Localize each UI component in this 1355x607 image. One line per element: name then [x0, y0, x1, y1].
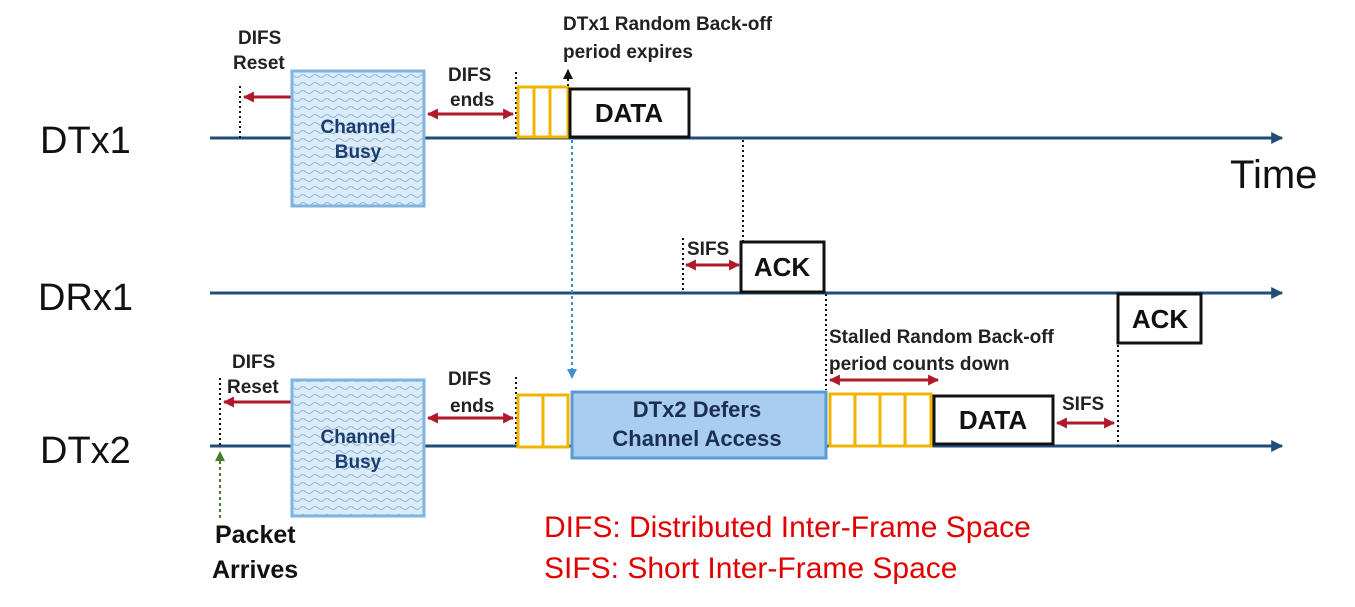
dtx2-resumed-backoff-slots: [828, 392, 933, 448]
dtx2-stalled-backoff-line1: Stalled Random Back-off: [829, 327, 1055, 348]
dtx2-defer-box: [570, 390, 828, 460]
dtx1-difs-reset-label-line1: DIFS: [238, 28, 281, 49]
lane-label-dtx2: DTx2: [40, 430, 131, 472]
dtx1-channel-busy-line1: Channel: [321, 117, 396, 138]
dtx1-difs-ends-label-line2: ends: [450, 90, 494, 111]
lane-label-drx1: DRx1: [38, 277, 133, 319]
drx1-ack-label: ACK: [754, 252, 811, 282]
dtx2-difs-reset-label-line1: DIFS: [232, 352, 275, 373]
dtx2-difs-reset-label-line2: Reset: [227, 377, 279, 398]
time-axis-label: Time: [1230, 153, 1317, 197]
dtx1-backoff-expires-line1: DTx1 Random Back-off: [563, 14, 773, 35]
drx1-sifs-label: SIFS: [687, 239, 729, 260]
dtx2-stalled-backoff-line2: period counts down: [829, 354, 1010, 375]
dtx1-difs-reset-label-line2: Reset: [233, 53, 285, 74]
dtx1-data-label: DATA: [595, 98, 664, 128]
dtx1-data-frame: [568, 87, 691, 139]
dtx1-backoff-slot-group: [516, 85, 570, 139]
drx1-second-ack-label: ACK: [1132, 304, 1189, 334]
dtx2-difs-ends-label-line2: ends: [450, 396, 494, 417]
dtx2-data-label: DATA: [959, 405, 1028, 435]
dtx2-defer-line2: Channel Access: [612, 426, 781, 451]
dtx2-data-frame: [932, 394, 1055, 446]
drx1-second-ack-frame: [1116, 292, 1203, 345]
dtx1-backoff-expires-line2: period expires: [563, 42, 693, 63]
dtx2-channel-busy-box: [290, 378, 426, 518]
dtx1-difs-ends-label-line1: DIFS: [448, 65, 491, 86]
drx1-ack-frame: [739, 240, 826, 294]
dtx2-initial-backoff-slots: [516, 393, 570, 449]
dtx2-channel-busy-line1: Channel: [321, 427, 396, 448]
dtx1-channel-busy-line2: Busy: [335, 142, 382, 163]
legend-difs: DIFS: Distributed Inter-Frame Space: [544, 511, 1031, 544]
dtx2-sifs-label: SIFS: [1062, 394, 1104, 415]
dtx2-channel-busy-line2: Busy: [335, 452, 382, 473]
packet-arrives-line2: Arrives: [212, 556, 298, 584]
dtx1-channel-busy-box: [290, 69, 426, 208]
legend-sifs: SIFS: Short Inter-Frame Space: [544, 552, 957, 585]
dtx2-defer-line1: DTx2 Defers: [633, 397, 761, 422]
dtx1-backoff-slots: [516, 85, 570, 139]
dtx2-difs-ends-label-line1: DIFS: [448, 369, 491, 390]
packet-arrives-line1: Packet: [215, 521, 296, 549]
lane-label-dtx1: DTx1: [40, 120, 131, 162]
